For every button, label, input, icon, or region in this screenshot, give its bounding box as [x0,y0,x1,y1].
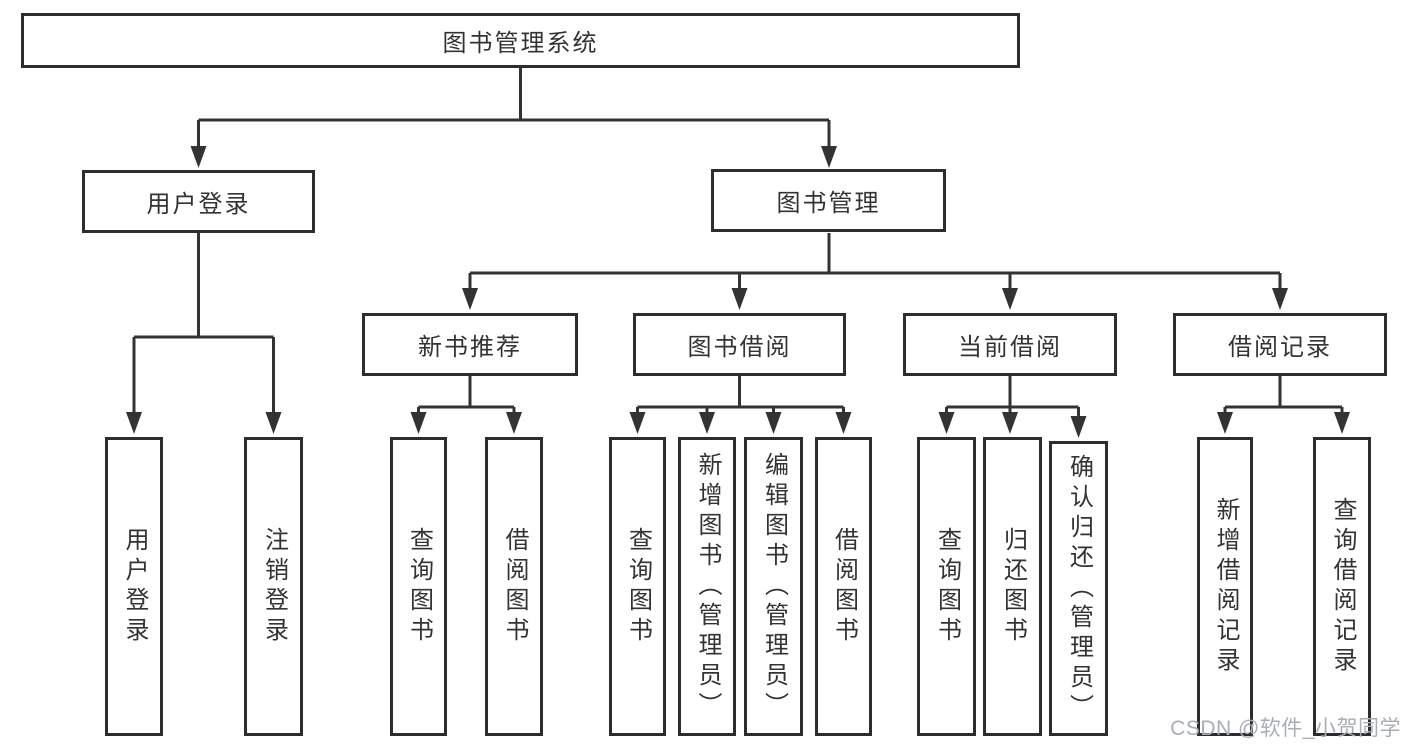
node-user-login-leaf: 用户登录 [105,437,163,736]
arrowheads-group-recommend [410,412,522,434]
connector-group-records [1223,376,1344,416]
csdn-watermark: CSDN @软件_小贺同学 [1170,717,1401,740]
node-logout-leaf: 注销登录 [244,437,303,736]
node-recommend-query-books: 查询图书 [390,437,447,736]
arrowheads-login-children [126,412,282,434]
arrowheads-group-records [1217,412,1350,434]
connector-group-recommend [417,376,516,416]
connector-mgmt-groups [468,233,1282,292]
node-current-query-books: 查询图书 [917,437,976,736]
connector-login-children [132,233,275,416]
node-records-add-record: 新增借阅记录 [1197,437,1253,736]
node-records-query-record: 查询借阅记录 [1313,437,1371,736]
node-recommend-borrow-books: 借阅图书 [485,437,543,736]
arrowheads-group-borrow [629,412,852,434]
arrowheads-mgmt-groups [462,288,1288,310]
connector-root-to-level2 [197,68,831,150]
node-borrow-add-books-admin: 新增图书（管理员） [678,437,736,736]
node-current-borrow: 当前借阅 [903,313,1117,376]
node-current-confirm-return-admin: 确认归还（管理员） [1049,441,1108,736]
node-borrow-records: 借阅记录 [1173,313,1387,376]
connector-group-borrow [636,376,845,416]
node-borrow-query-books: 查询图书 [609,437,666,736]
node-borrow-edit-books-admin: 编辑图书（管理员） [744,437,803,736]
connector-group-current [945,376,1080,420]
node-new-book-recommend: 新书推荐 [362,313,578,376]
node-user-login: 用户登录 [82,170,315,233]
node-root: 图书管理系统 [21,13,1020,68]
node-current-return-books: 归还图书 [983,437,1042,736]
node-book-borrow: 图书借阅 [633,313,846,376]
node-borrow-borrow-books: 借阅图书 [815,437,872,736]
node-book-management: 图书管理 [711,169,946,232]
arrowheads-group-current [938,412,1087,438]
arrowheads-level2 [190,146,837,168]
